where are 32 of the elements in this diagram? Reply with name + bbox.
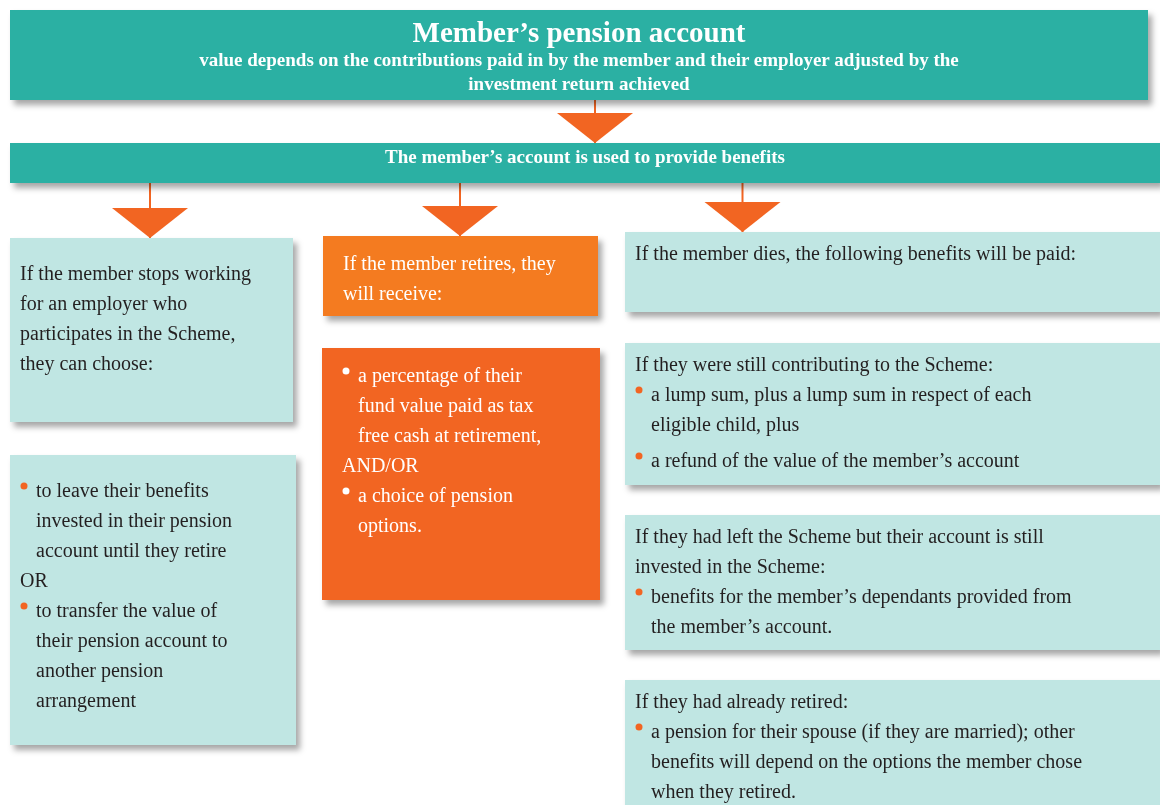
box-text: OR <box>20 568 49 593</box>
box-text: If the member dies, the following benefits will be paid: <box>635 241 1077 267</box>
arrow <box>422 182 498 237</box>
box-text: If they had already retired: <box>635 689 850 715</box>
arrow <box>557 99 633 144</box>
band-heading: The member’s account is used to provide benefits <box>384 149 786 165</box>
text-box <box>625 343 1160 485</box>
box-text: If the member retires, they will receive: <box>343 251 557 306</box>
text-box <box>10 455 296 745</box>
text-box <box>323 236 598 316</box>
text-box <box>10 238 293 422</box>
bullet-item: a pension for their spouse (if they are married); other benefits will depend on the options the member chose when they retired. <box>651 719 1083 805</box>
text-box <box>625 515 1160 650</box>
arrow <box>112 182 188 239</box>
bullet-item: benefits for the member’s dependants provided from the member’s account. <box>651 584 1073 639</box>
bullet-item: a percentage of their fund value paid as tax free cash at retirement, <box>358 363 543 448</box>
box-text: AND/OR <box>342 453 420 478</box>
title: Member’s pension account <box>411 16 747 48</box>
text-box <box>625 680 1160 805</box>
bullet-item: to leave their benefits invested in their pension account until they retire <box>36 478 234 564</box>
bullet-item: to transfer the value of their pension account to another pension arrangement <box>36 598 229 714</box>
subtitle: value depends on the contributions paid in by the member and their employer adjusted by the investment return achieved <box>198 48 960 96</box>
text-box <box>322 348 600 600</box>
box-text: If the member stops working for an employer who participates in the Scheme, they can choose: <box>20 261 253 377</box>
box-text: If they had left the Scheme but their account is still invested in the Scheme: <box>635 524 1045 579</box>
box-text: If they were still contributing to the Scheme: <box>635 352 995 378</box>
header-banner <box>10 10 1148 100</box>
bullet-item: a refund of the value of the member’s account <box>651 448 1021 473</box>
header-banner <box>10 143 1160 183</box>
arrow <box>704 182 781 233</box>
bullet-item: a choice of pension options. <box>358 483 514 539</box>
text-box <box>625 232 1160 312</box>
